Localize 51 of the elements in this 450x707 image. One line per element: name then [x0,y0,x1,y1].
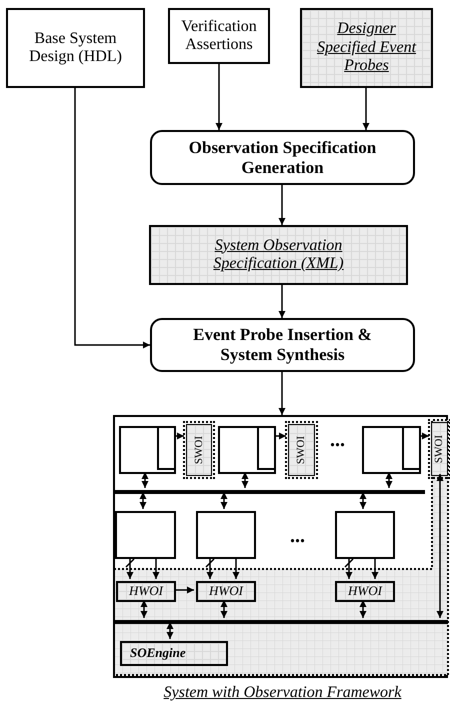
bus-bar [115,620,448,624]
arrow [216,64,222,130]
arrow [360,600,366,618]
arrow [278,285,286,318]
hwoi-block: HWOI [116,581,176,602]
arrow [140,600,148,618]
hardware-block [335,511,395,559]
process-box: Observation Specification Generation [150,130,415,185]
hardware-block [115,511,176,559]
arrow [386,472,392,488]
arrow [362,88,370,130]
process-box: Event Probe Insertion & System Synthesis [150,318,415,372]
arrow [346,557,352,579]
hardware-block [196,511,256,559]
processor-block [119,426,176,474]
bus-bar [115,490,425,494]
arrow [174,432,184,440]
arrow [220,492,228,509]
swoi-block: SWOI [288,424,315,476]
caption-text: System with Observation Framework [162,684,402,702]
input-box: Base System Design (HDL) [6,8,145,88]
arrow [220,600,228,618]
arrow [140,492,146,509]
hwoi-block: HWOI [196,581,256,602]
arrow [278,185,286,225]
ellipsis-text: ... [290,526,305,546]
processor-block [218,426,276,474]
arrow [166,622,174,639]
hwoi-block: HWOI [335,581,395,602]
arrow [74,88,150,348]
input-box: Verification Assertions [168,8,270,64]
arrow [232,557,240,579]
arrow [126,557,134,579]
swoi-block: SWOI [186,424,212,476]
arrow [360,492,366,509]
arrow [436,474,444,618]
ellipsis-text: ... [330,430,345,450]
swoi-block: SWOI [431,422,448,476]
arrow [174,586,194,594]
arrow [206,557,214,579]
engine-block: SOEngine [120,641,228,666]
arrow [274,432,286,440]
arrow [152,557,160,579]
arrow [142,472,148,488]
arrow [419,432,429,440]
file-box: System Observation Specification (XML) [149,225,408,285]
arrow [242,472,248,488]
file-box: Designer Specified Event Probes [300,8,433,88]
arrow [372,557,378,579]
arrow [278,372,286,415]
processor-block [362,426,421,474]
